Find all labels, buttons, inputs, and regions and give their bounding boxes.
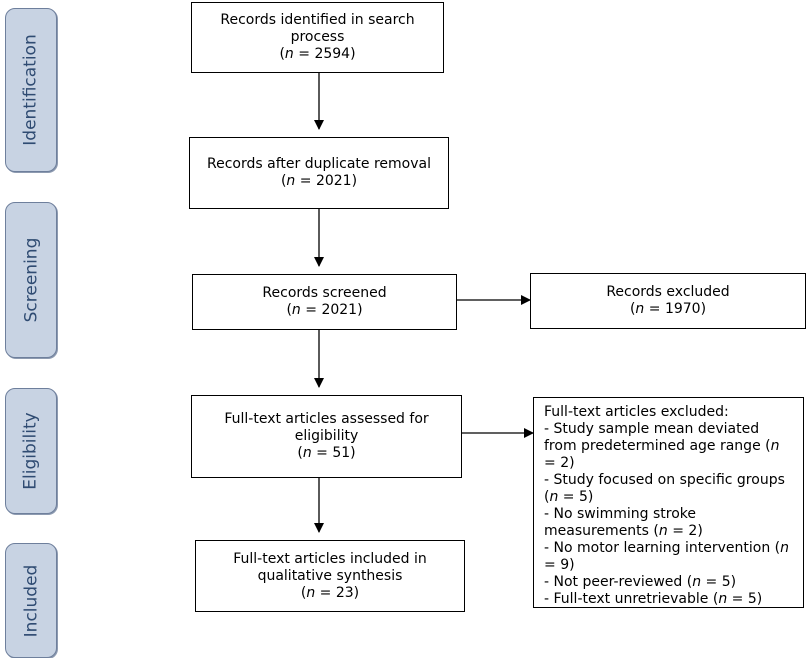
excluded-reason-6: - Full-text unretrievable (n = 5) (544, 591, 763, 607)
box-assessed-count: (n = 51) (297, 445, 356, 461)
excluded-title: Full-text articles excluded: (544, 404, 729, 420)
box-records-identified: Records identified in search process (n … (191, 2, 444, 73)
box-included-line-1: Full-text articles included in (233, 550, 427, 567)
box-excluded-count: (n = 1970) (629, 301, 707, 317)
stage-included: Included (5, 543, 57, 658)
box-records-screened: Records screened (n = 2021) (192, 274, 457, 330)
excluded-reason-4: - No motor learning intervention (n = 9) (544, 540, 790, 573)
box-screened-count: (n = 2021) (286, 302, 363, 318)
stage-identification: Identification (5, 8, 57, 172)
box-records-after-duplicates: Records after duplicate removal (n = 202… (189, 137, 449, 209)
box-assessed-line-1: Full-text articles assessed for (224, 411, 429, 427)
excluded-reason-3: - No swimming stroke measurements (n = 2… (544, 506, 703, 539)
stage-screening: Screening (5, 202, 57, 358)
box-included-count: (n = 23) (300, 584, 360, 601)
box-included-synthesis: Full-text articles included in qualitati… (195, 540, 465, 612)
excluded-reason-5: - Not peer-reviewed (n = 5) (544, 574, 737, 590)
box-dedup-line-1: Records after duplicate removal (207, 156, 431, 172)
excluded-reason-1: - Study sample mean deviated from predet… (544, 421, 780, 471)
excluded-reason-2: - Study focused on specific groups (n = … (544, 472, 785, 505)
box-fulltext-excluded: Full-text articles excluded: - Study sam… (533, 397, 804, 608)
stage-eligibility: Eligibility (5, 388, 57, 514)
box-fulltext-assessed: Full-text articles assessed for eligibil… (191, 395, 462, 478)
box-screened-line-1: Records screened (262, 285, 387, 301)
box-identified-line-1: Records identified in search (220, 12, 415, 28)
box-included-line-2: qualitative synthesis (257, 567, 403, 584)
box-excluded-line-1: Records excluded (606, 284, 730, 300)
box-identified-count: (n = 2594) (279, 46, 356, 62)
box-records-excluded: Records excluded (n = 1970) (530, 273, 806, 329)
box-identified-line-2: process (290, 29, 345, 45)
box-assessed-line-2: eligibility (294, 428, 359, 444)
box-dedup-count: (n = 2021) (280, 173, 358, 189)
